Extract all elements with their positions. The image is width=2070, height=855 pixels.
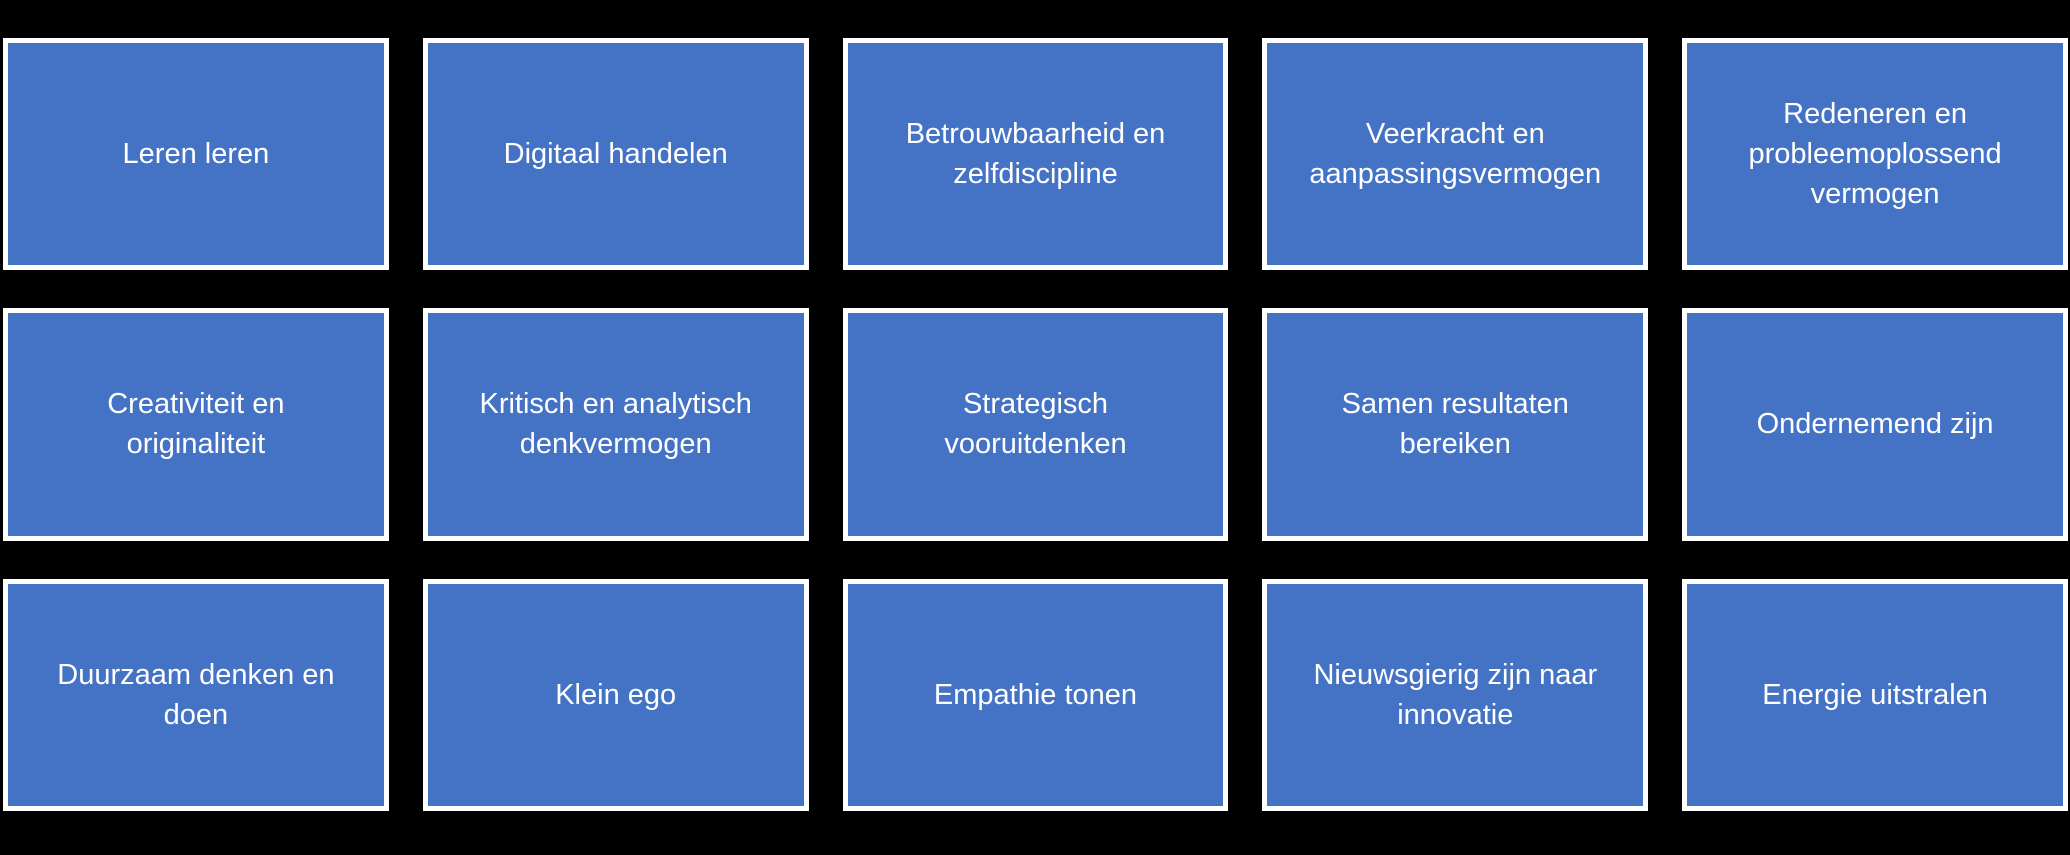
tile-redeneren-en-probleemoplossend-vermogen: Redeneren en probleemoplossend vermogen <box>1682 38 2068 271</box>
tile-label: Redeneren en probleemoplossend vermogen <box>1748 98 2002 211</box>
tile-klein-ego: Klein ego <box>422 578 809 811</box>
tile-label: Strategisch vooruitdenken <box>944 388 1127 461</box>
tile-digitaal-handelen: Digitaal handelen <box>422 38 809 271</box>
tile-duurzaam-denken-en-doen: Duurzaam denken en doen <box>3 578 389 811</box>
tile-leren-leren: Leren leren <box>3 38 389 271</box>
tile-label: Ondernemend zijn <box>1756 408 1994 441</box>
tile-label: Betrouwbaarheid en zelfdiscipline <box>905 118 1166 191</box>
tile-ondernemend-zijn: Ondernemend zijn <box>1682 308 2068 541</box>
tile-label: Samen resultaten bereiken <box>1341 388 1569 461</box>
tile-kritisch-en-analytisch-denkvermogen: Kritisch en analytisch denkvermogen <box>422 308 809 541</box>
tile-creativiteit-en-originaliteit: Creativiteit en originaliteit <box>3 308 389 541</box>
tile-samen-resultaten-bereiken: Samen resultaten bereiken <box>1262 308 1649 541</box>
tile-label: Klein ego <box>555 678 677 711</box>
tile-energie-uitstralen: Energie uitstralen <box>1682 578 2068 811</box>
tile-strategisch-vooruitdenken: Strategisch vooruitdenken <box>842 308 1229 541</box>
tile-empathie-tonen: Empathie tonen <box>842 578 1229 811</box>
tile-label: Energie uitstralen <box>1762 678 1988 711</box>
tile-label: Duurzaam denken en doen <box>57 658 335 731</box>
tile-label: Leren leren <box>122 138 270 171</box>
tile-label: Empathie tonen <box>933 678 1138 711</box>
tile-label: Creativiteit en originaliteit <box>107 388 285 461</box>
tile-label: Nieuwsgierig zijn naar innovatie <box>1313 658 1598 731</box>
tile-nieuwsgierig-zijn-naar-innovatie: Nieuwsgierig zijn naar innovatie <box>1262 578 1649 811</box>
tile-label: Digitaal handelen <box>503 138 728 171</box>
tile-veerkracht-en-aanpassingsvermogen: Veerkracht en aanpassingsvermogen <box>1262 38 1649 271</box>
tile-label: Kritisch en analytisch denkvermogen <box>479 388 752 461</box>
tile-label: Veerkracht en aanpassingsvermogen <box>1309 118 1602 191</box>
tile-betrouwbaarheid-en-zelfdiscipline: Betrouwbaarheid en zelfdiscipline <box>842 38 1229 271</box>
